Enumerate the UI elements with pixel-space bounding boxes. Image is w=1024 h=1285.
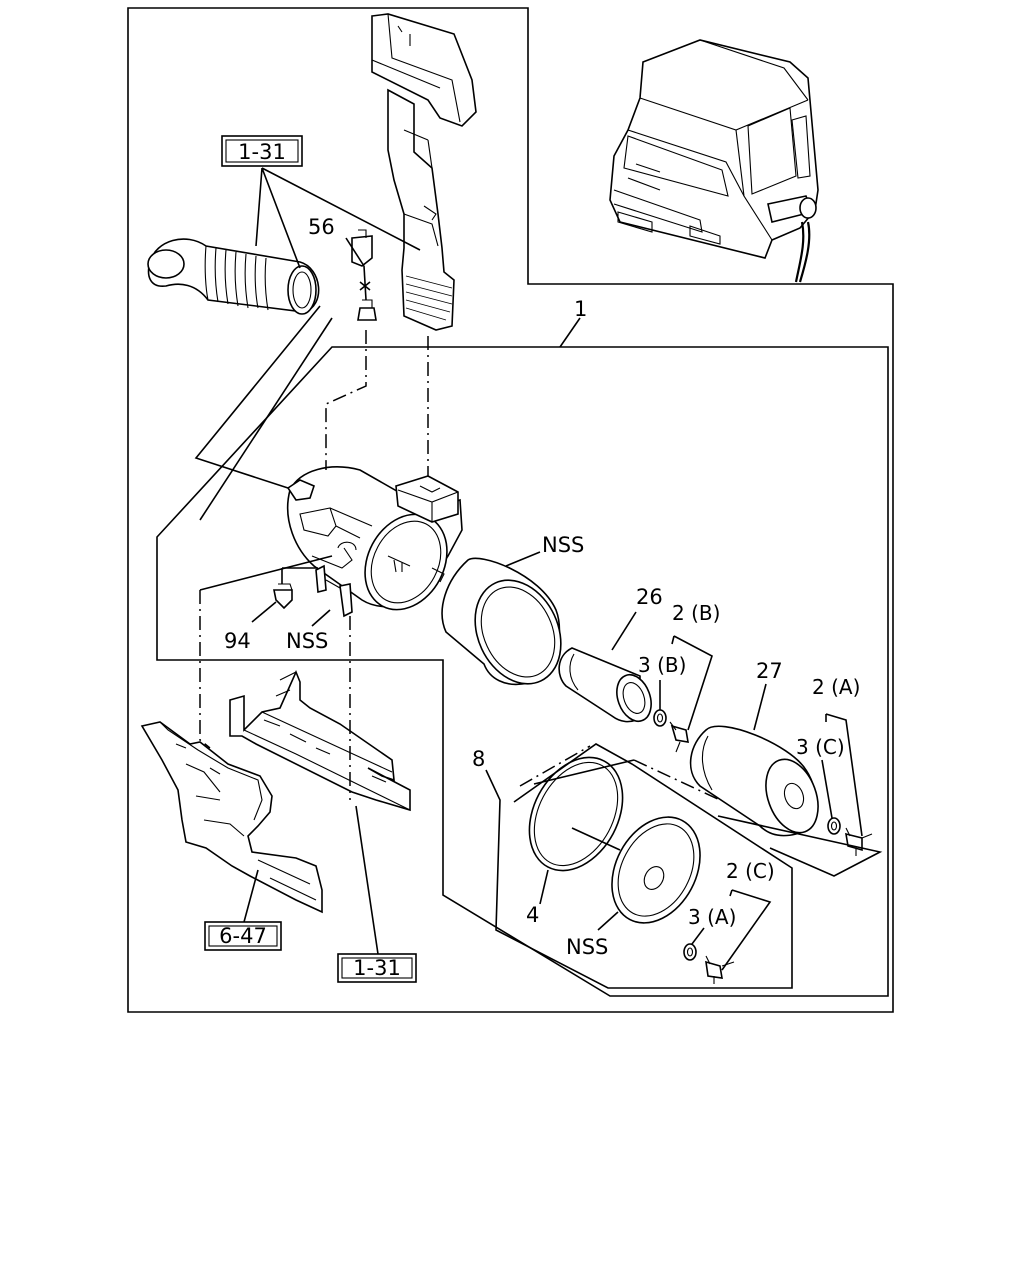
label-bolt-c: 2 (C) [726,859,775,883]
label-secondary-element: 27 [756,659,783,683]
intake-snorkel [371,13,477,331]
label-sensor: 56 [308,215,335,239]
ref-box-bottom-right: 1-31 [337,953,417,983]
label-nss-cover: NSS [566,935,608,959]
washer-a [683,943,697,961]
leader-lines [194,167,883,989]
label-washer-c: 3 (C) [796,735,845,759]
bracket-rail [229,669,411,812]
label-primary-element: 26 [636,585,663,609]
ref-label-bottom-right: 1-31 [353,956,401,980]
intake-hose [147,238,320,315]
end-cover [611,816,701,924]
air-cleaner-housing [286,466,463,618]
mounting-clip [273,567,318,610]
side-panel [140,721,323,914]
outer-frame [127,7,894,1013]
seal-ring [528,756,624,872]
label-cover-assembly: 8 [472,747,485,771]
label-bolt-b: 2 (B) [672,601,720,625]
label-clip: 94 [224,629,251,653]
primary-filter-element [558,647,652,723]
label-nss-bracket: NSS [286,629,328,653]
washer-c [827,817,841,835]
label-bolt-a: 2 (A) [812,675,860,699]
label-washer-b: 3 (B) [638,653,686,677]
ref-label-bottom-left: 6-47 [219,924,267,948]
label-assembly: 1 [574,297,587,321]
ref-label-top-left: 1-31 [238,140,286,164]
wing-bolt-a [845,827,873,856]
ref-box-bottom-left: 6-47 [204,921,282,951]
outer-casing [441,557,562,686]
label-nss-outer: NSS [542,533,584,557]
restriction-sensor [351,229,377,321]
wing-bolt-b [669,721,689,753]
label-seal-ring: 4 [526,903,539,927]
truck-cab-icon [609,39,819,283]
label-washer-a: 3 (A) [688,905,736,929]
wing-bolt-c [705,955,735,984]
ref-box-top-left: 1-31 [221,135,303,167]
washer-b [653,709,667,727]
assembly-frame [156,346,889,997]
secondary-filter-element [689,725,819,837]
